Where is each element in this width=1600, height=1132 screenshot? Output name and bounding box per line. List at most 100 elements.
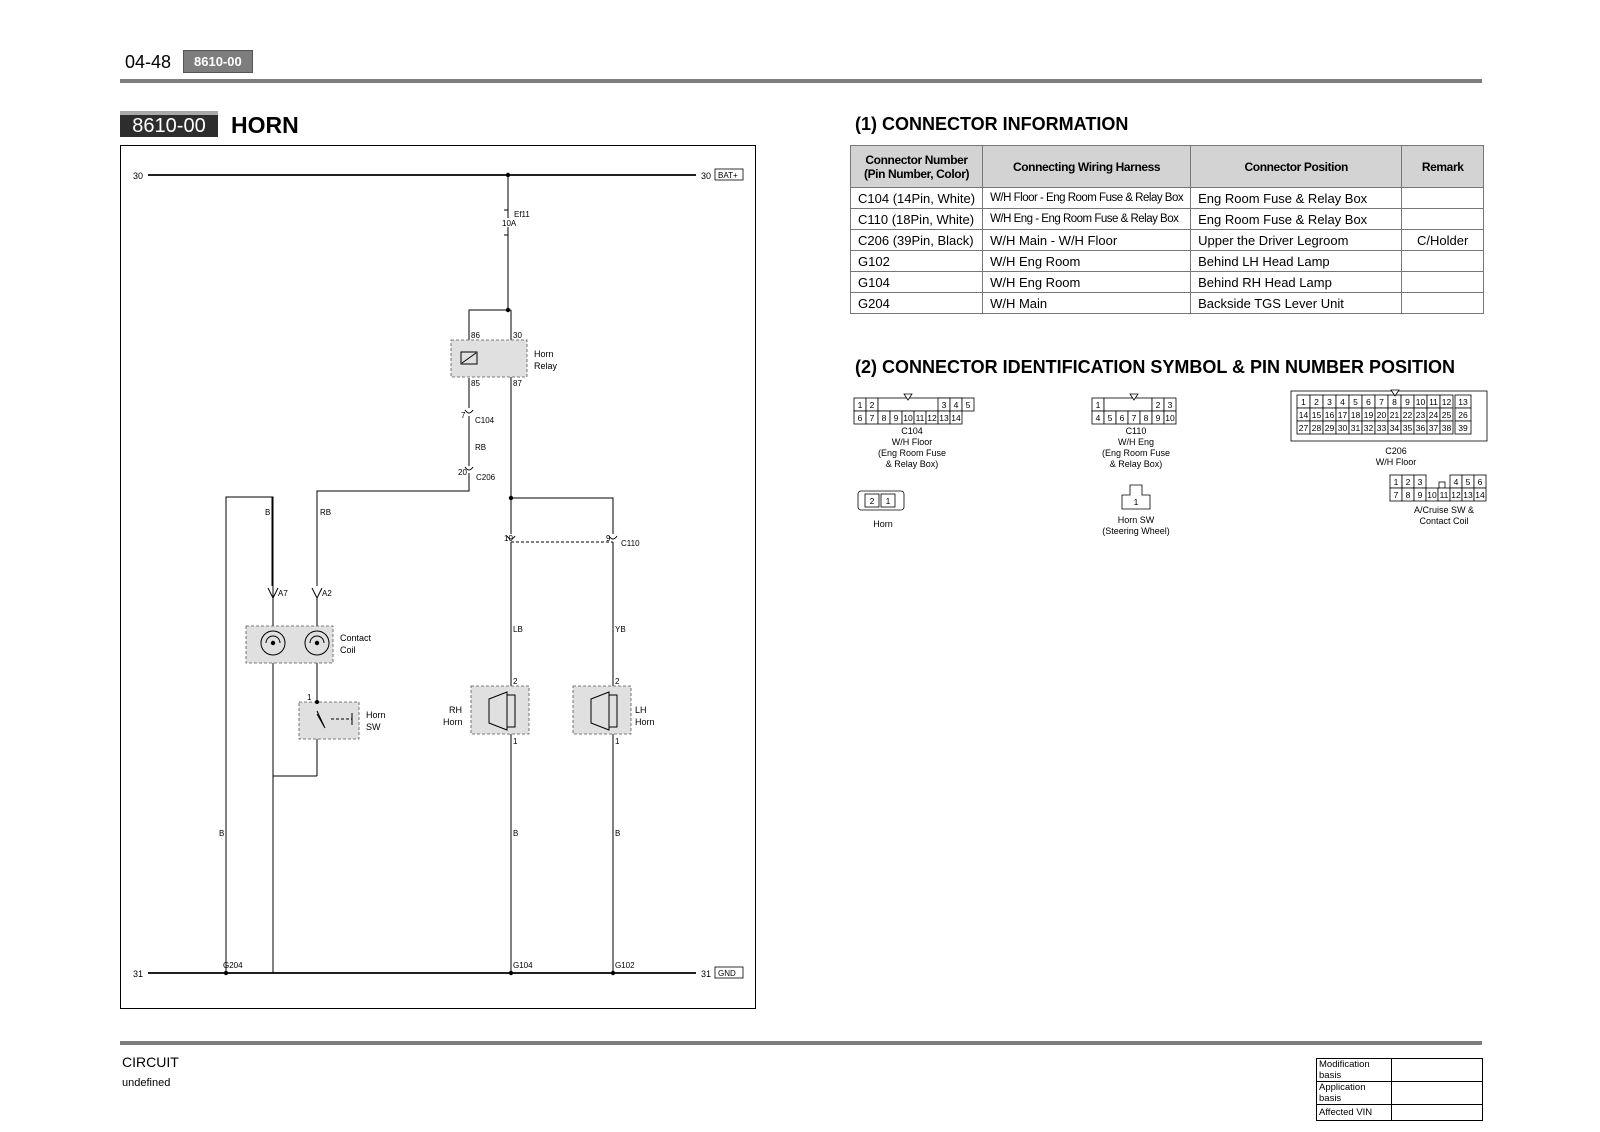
pin-number: 36 (1416, 423, 1426, 433)
pin-number: 1 (1134, 497, 1139, 507)
pin-number: 20 (1377, 410, 1387, 420)
c104-label: C104 (475, 416, 495, 425)
table-cell: Eng Room Fuse & Relay Box (1190, 187, 1403, 209)
table-cell: C104 (14Pin, White) (849, 187, 984, 209)
pin-number: 11 (1429, 397, 1438, 407)
table-row: Affected VIN (1316, 1104, 1483, 1121)
rail-bottom-left-label: 31 (133, 969, 143, 979)
pin-number: 3 (1327, 397, 1332, 407)
table-cell: C/Holder (1401, 229, 1484, 251)
relay-pin-85: 85 (471, 379, 480, 388)
pin-number: 2 (1156, 400, 1161, 410)
connector-caption: Horn SW (1118, 515, 1155, 525)
c110-label: C110 (621, 539, 640, 548)
table-cell: G102 (849, 250, 984, 272)
pin-number: 2 (870, 496, 875, 506)
table-cell: G204 (849, 292, 984, 314)
footer-subtitle: undefined (122, 1077, 171, 1089)
pin-number: 6 (1366, 397, 1371, 407)
pin-number: 29 (1325, 423, 1335, 433)
relay-label-1: Horn (534, 349, 554, 359)
col-remark: Remark (1401, 145, 1484, 188)
pin-cell (880, 493, 896, 508)
pin-number: 4 (1096, 413, 1101, 423)
wire-yb-label: YB (615, 625, 626, 634)
pin-number: 1 (1394, 477, 1399, 487)
table-cell (1401, 292, 1484, 314)
pin-number: 11 (916, 413, 925, 423)
lh-horn-label-2: Horn (635, 717, 655, 727)
table-row: C110 (18Pin, White) W/H Eng - Eng Room F… (849, 208, 1484, 230)
connector-caption: & Relay Box) (1110, 459, 1163, 469)
footer-category: CIRCUIT (122, 1054, 179, 1070)
table-cell: C206 (39Pin, Black) (849, 229, 984, 251)
pin-number: 15 (1312, 410, 1322, 420)
wire-b-g102-label: B (615, 829, 620, 838)
pin-cell (1439, 420, 1454, 435)
table-cell: Backside TGS Lever Unit (1190, 292, 1403, 314)
pin-number: 9 (1405, 397, 1410, 407)
connector-caption: W/H Eng (1118, 437, 1154, 447)
pin-number: 26 (1458, 410, 1468, 420)
connector-caption: C104 (901, 426, 923, 436)
col-connector-position: Connector Position (1190, 145, 1403, 188)
pin-number: 5 (966, 400, 971, 410)
key-triangle-icon (1390, 389, 1400, 397)
table-row: Modification basis (1316, 1058, 1483, 1082)
contact-coil-label-1: Contact (340, 633, 372, 643)
pin-number: 32 (1364, 423, 1374, 433)
table-cell: Upper the Driver Legroom (1190, 229, 1403, 251)
table-row: Application basis (1316, 1081, 1483, 1105)
horn-sw-pin: 1 (307, 693, 312, 702)
pin-number: 21 (1390, 410, 1400, 420)
affected-vin-label: Affected VIN (1316, 1104, 1392, 1121)
pin-number: 5 (1353, 397, 1358, 407)
relay-pin-86: 86 (471, 331, 480, 340)
connector-table-header: Connector Number (Pin Number, Color) Con… (849, 145, 1484, 188)
c110-pin-10: 10 (504, 534, 513, 543)
a7-label: A7 (278, 589, 288, 598)
c206-label: C206 (476, 473, 496, 482)
relay-label-2: Relay (534, 361, 558, 371)
relay-pin-30: 30 (513, 331, 522, 340)
pin-number: 5 (1108, 413, 1113, 423)
header-code-badge: 8610-00 (183, 50, 253, 73)
pin-number: 8 (1392, 397, 1397, 407)
pin-number: 2 (1406, 477, 1411, 487)
pin-number: 25 (1442, 410, 1452, 420)
bat-plus-tag: BAT+ (718, 171, 738, 180)
pin-number: 13 (1458, 397, 1468, 407)
key-triangle-icon (1129, 393, 1139, 401)
table-cell: W/H Eng - Eng Room Fuse & Relay Box (982, 208, 1192, 230)
pin-number: 17 (1338, 410, 1348, 420)
pin-number: 3 (942, 400, 947, 410)
application-basis-label: Application basis (1316, 1081, 1392, 1105)
col-connector-number: Connector Number (Pin Number, Color) (849, 145, 984, 188)
col-wiring-harness: Connecting Wiring Harness (982, 145, 1192, 188)
table-cell (1401, 208, 1484, 230)
pin-number: 4 (1454, 477, 1459, 487)
table-cell (1401, 250, 1484, 272)
header-rule (120, 79, 1482, 83)
lh-horn-label-1: LH (635, 705, 647, 715)
pin-number: 1 (886, 496, 891, 506)
footer-rule (120, 1041, 1482, 1045)
pin-number: 31 (1351, 423, 1361, 433)
wire-b-g104-label: B (513, 829, 518, 838)
pin-cell (961, 397, 975, 412)
pin-number: 9 (894, 413, 899, 423)
rh-horn-pin-2: 2 (513, 677, 518, 686)
g104-label: G104 (513, 961, 533, 970)
connector-caption: (Steering Wheel) (1102, 526, 1170, 536)
wire-rb-label-1: RB (475, 443, 486, 452)
pin-number: 3 (1418, 477, 1423, 487)
rh-horn-label-2: Horn (443, 717, 463, 727)
table-cell (1401, 271, 1484, 293)
table-row: C206 (39Pin, Black) W/H Main - W/H Floor… (849, 229, 1484, 251)
table-cell: W/H Main (982, 292, 1192, 314)
wire-rb-label-2: RB (320, 508, 331, 517)
pin-number: 12 (1442, 397, 1452, 407)
c110-pin-9: 9 (606, 534, 611, 543)
pin-number: 2 (870, 400, 875, 410)
c104-pin: 7 (461, 411, 466, 420)
